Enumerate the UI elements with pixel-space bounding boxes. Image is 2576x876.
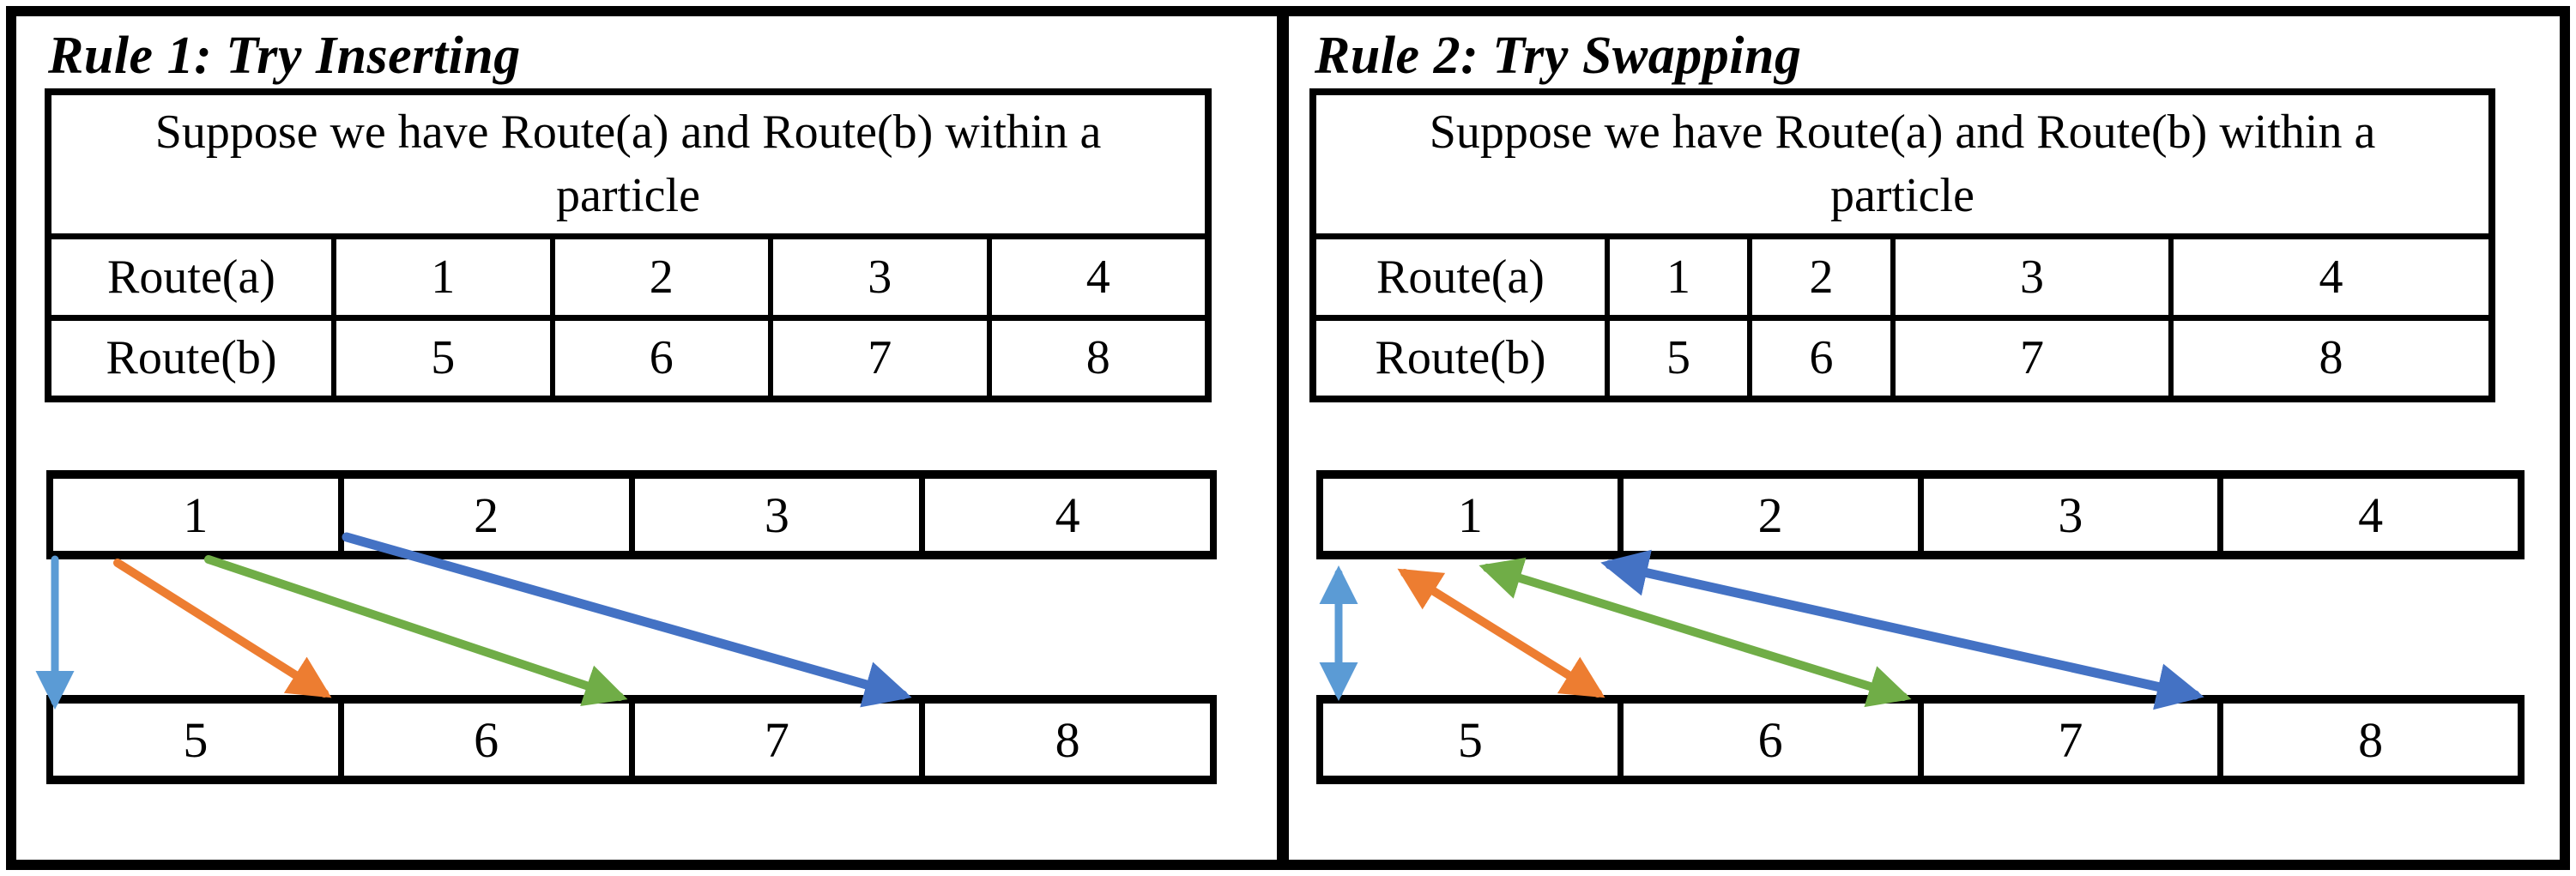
table-cell: 3 [773, 239, 992, 315]
row-label: Route(a) [1316, 239, 1610, 315]
table-cell: 2 [555, 239, 773, 315]
bar-cell: 2 [1624, 479, 1924, 551]
table-row-route-b: Route(b) 5 6 7 8 [1316, 320, 2488, 396]
table-cell: 5 [336, 320, 555, 396]
table-cell: 6 [555, 320, 773, 396]
bar-cell: 5 [1323, 704, 1624, 776]
table-cell: 4 [1085, 250, 1110, 304]
route-table-rule1: Suppose we have Route(a) and Route(b) wi… [45, 88, 1212, 402]
table-cell: 7 [773, 320, 992, 396]
outer-frame [6, 6, 2570, 870]
table-cell: 7 [1896, 320, 2174, 396]
table-row-route-b: Route(b) 5 6 7 8 [51, 320, 1205, 396]
bar-cell: 7 [635, 704, 926, 776]
bar-cell: 6 [1624, 704, 1924, 776]
bar-cell: 8 [1055, 711, 1080, 768]
table-cell: 5 [1610, 320, 1752, 396]
table-cell: 4 [2319, 250, 2343, 304]
table-header-cell: Suppose we have Route(a) and Route(b) wi… [51, 95, 1205, 239]
panel-title-rule2: Rule 2: Try Swapping [1315, 27, 1802, 85]
table-row-route-a: Route(a) 1 2 3 4 [1316, 239, 2488, 321]
bar-cell: 7 [1924, 704, 2224, 776]
bar-cell: 4 [2358, 486, 2384, 543]
table-row-route-a: Route(a) 1 2 3 4 [51, 239, 1205, 321]
panel-divider [1277, 8, 1289, 868]
table-cell: 8 [1085, 331, 1110, 385]
bar-cell: 1 [1323, 479, 1624, 551]
bar-cell: 6 [344, 704, 635, 776]
table-cell: 6 [1752, 320, 1896, 396]
table-cell: 8 [2319, 331, 2343, 385]
table-cell: 3 [1896, 239, 2174, 315]
route-table-rule2: Suppose we have Route(a) and Route(b) wi… [1309, 88, 2495, 402]
bar-cell: 4 [1055, 486, 1080, 543]
table-cell: 1 [336, 239, 555, 315]
route-a-bar-rule2: 1 2 3 4 [1316, 470, 2525, 559]
bar-cell: 1 [53, 479, 344, 551]
table-cell: 2 [1752, 239, 1896, 315]
route-b-bar-rule2: 5 6 7 8 [1316, 695, 2525, 784]
row-label: Route(a) [51, 239, 336, 315]
row-label: Route(b) [1316, 320, 1610, 396]
bar-cell: 8 [2358, 711, 2384, 768]
bar-cell: 3 [1924, 479, 2224, 551]
row-label: Route(b) [51, 320, 336, 396]
bar-cell: 5 [53, 704, 344, 776]
table-cell: 1 [1610, 239, 1752, 315]
panel-title-rule1: Rule 1: Try Inserting [48, 27, 521, 85]
table-header-cell: Suppose we have Route(a) and Route(b) wi… [1316, 95, 2488, 239]
